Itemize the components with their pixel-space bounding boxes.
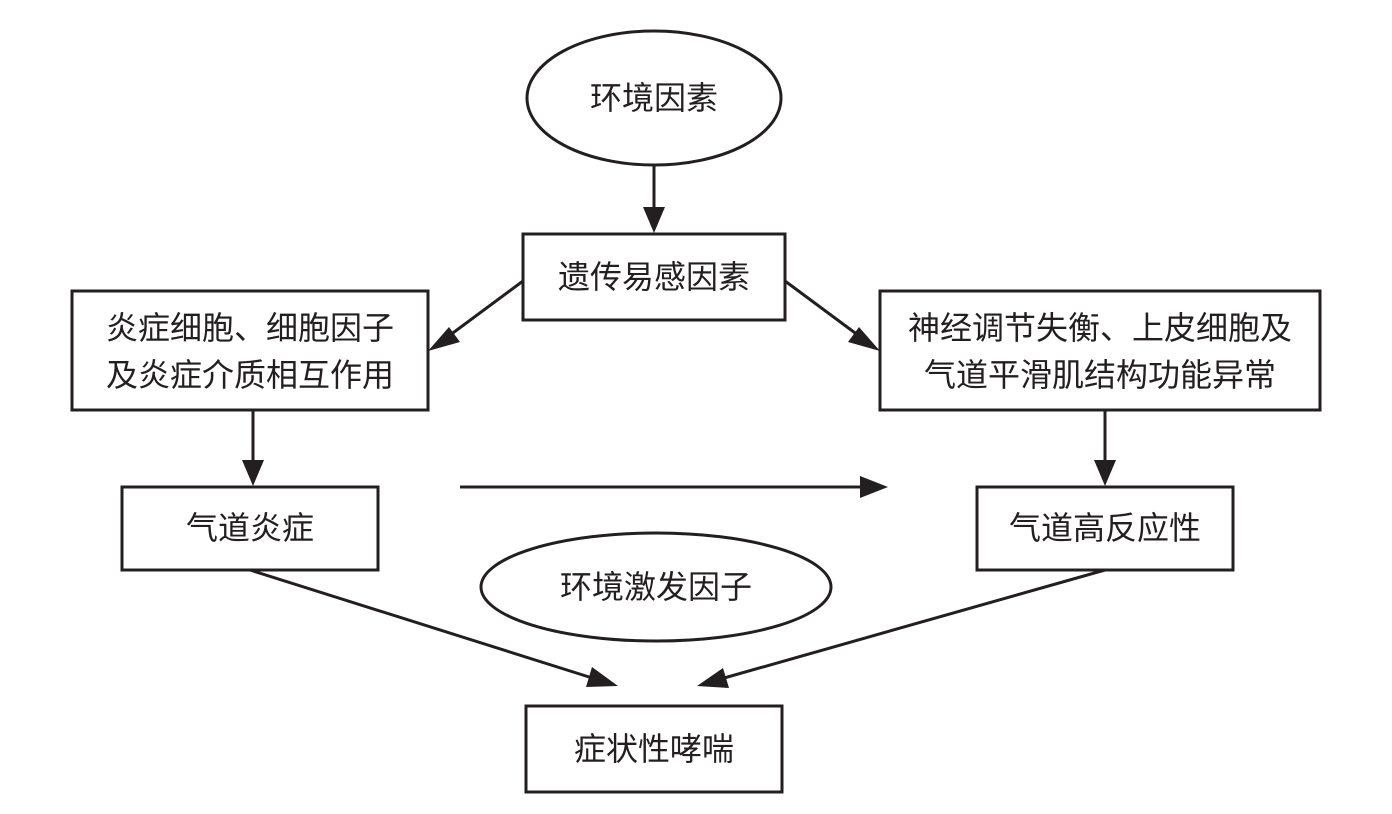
arrowhead-genetic-to-inflammation — [428, 327, 460, 351]
node-airway-hyperresponsiveness: 气道高反应性 — [975, 485, 1235, 572]
arrowhead-inflammation-to-airway-inflammation — [242, 460, 264, 486]
node-neural-imbalance: 神经调节失衡、上皮细胞及 气道平滑肌结构功能异常 — [878, 289, 1322, 412]
node-genetic-susceptibility: 遗传易感因素 — [521, 232, 787, 322]
label-neural-imbalance-line1: 神经调节失衡、上皮细胞及 — [908, 309, 1292, 347]
node-inflammatory-interaction: 炎症细胞、细胞因子 及炎症介质相互作用 — [70, 289, 430, 412]
edge-airway-inflammation-to-wheezing — [249, 568, 606, 684]
box-genetic-susceptibility — [521, 232, 787, 322]
node-airway-inflammation: 气道炎症 — [120, 485, 380, 572]
box-inflammatory-interaction — [70, 289, 430, 412]
arrowhead-airway-inflammation-to-hyperresponsiveness — [860, 476, 888, 498]
label-airway-hyperresponsiveness: 气道高反应性 — [1009, 509, 1201, 547]
label-inflammatory-interaction-line2: 及炎症介质相互作用 — [106, 356, 394, 394]
arrowhead-environment-to-genetic — [643, 207, 665, 233]
label-symptomatic-wheezing: 症状性哮喘 — [574, 730, 734, 768]
label-environment-factors: 环境因素 — [590, 79, 718, 117]
label-inflammatory-interaction-line1: 炎症细胞、细胞因子 — [106, 309, 394, 347]
box-neural-imbalance — [878, 289, 1322, 412]
node-symptomatic-wheezing: 症状性哮喘 — [524, 704, 784, 794]
ellipse-environment-factors — [525, 29, 783, 167]
node-environment-factors: 环境因素 — [525, 29, 783, 167]
box-symptomatic-wheezing — [524, 704, 784, 794]
label-airway-inflammation: 气道炎症 — [186, 509, 314, 547]
label-environmental-triggers: 环境激发因子 — [560, 568, 752, 606]
edge-hyperresponsiveness-to-wheezing — [709, 568, 1106, 684]
ellipse-environmental-triggers — [479, 531, 833, 643]
arrowhead-neural-to-airway-hyperresponsiveness — [1094, 460, 1116, 486]
box-airway-hyperresponsiveness — [975, 485, 1235, 572]
box-airway-inflammation — [120, 485, 380, 572]
node-environmental-triggers: 环境激发因子 — [479, 531, 833, 643]
arrowhead-genetic-to-neural — [848, 327, 880, 351]
edges — [242, 165, 1116, 688]
label-genetic-susceptibility: 遗传易感因素 — [558, 258, 750, 296]
arrowhead-airway-inflammation-to-wheezing — [586, 667, 618, 687]
arrowhead-hyperresponsiveness-to-wheezing — [697, 668, 729, 688]
label-neural-imbalance-line2: 气道平滑肌结构功能异常 — [924, 356, 1276, 394]
